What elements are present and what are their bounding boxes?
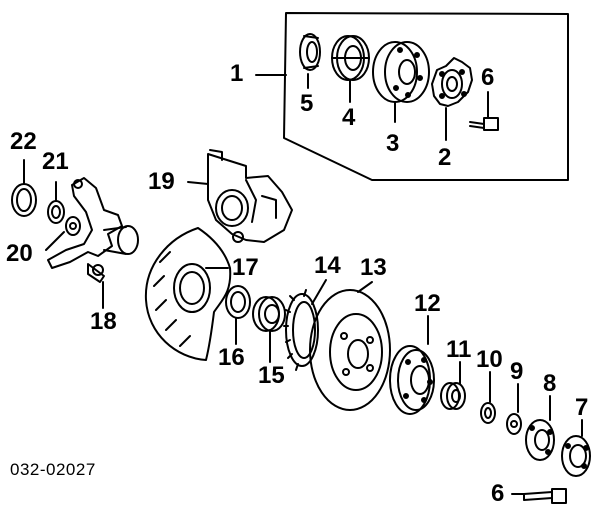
diagram-code: 032-02027 xyxy=(10,460,96,479)
part-12-hub xyxy=(389,345,435,415)
part-6-bolt-bottom xyxy=(523,488,567,504)
callout-2: 2 xyxy=(438,144,452,171)
callout-6-bottom: 6 xyxy=(491,480,505,507)
callout-15: 15 xyxy=(258,362,285,389)
callout-9: 9 xyxy=(510,358,524,385)
part-8-cap xyxy=(525,419,555,461)
leader-19 xyxy=(187,181,209,185)
callout-8: 8 xyxy=(543,370,557,397)
callout-17: 17 xyxy=(232,254,259,281)
part-16-seal xyxy=(225,285,251,319)
callout-7: 7 xyxy=(575,394,589,421)
part-13-rotor xyxy=(309,289,391,411)
leader-20 xyxy=(45,231,65,251)
callout-22: 22 xyxy=(10,128,37,155)
callout-3: 3 xyxy=(386,130,400,157)
part-3-flange xyxy=(372,41,430,103)
part-19-caliper xyxy=(207,149,293,243)
callout-12: 12 xyxy=(414,290,441,317)
callout-18: 18 xyxy=(90,308,117,335)
callout-14: 14 xyxy=(314,252,341,279)
part-15-bearing xyxy=(252,296,286,332)
part-22-seal xyxy=(11,183,37,217)
part-9-washer xyxy=(506,413,522,435)
part-7-cover xyxy=(561,435,591,477)
callout-21: 21 xyxy=(42,148,69,175)
part-20-bushing xyxy=(65,216,81,236)
leader-13 xyxy=(357,281,373,293)
part-18-knuckle xyxy=(47,177,139,283)
callout-4: 4 xyxy=(342,104,356,131)
part-17-shield xyxy=(144,227,232,361)
part-10-ring xyxy=(480,402,496,424)
callout-6-kit: 6 xyxy=(481,64,495,91)
callout-11: 11 xyxy=(446,336,472,363)
kit-box-outline xyxy=(283,12,569,181)
part-4-bearing xyxy=(331,35,370,81)
part-2-cap xyxy=(431,57,473,107)
callout-16: 16 xyxy=(218,344,245,371)
part-6-bolt-box xyxy=(469,117,499,131)
callout-1: 1 xyxy=(230,60,244,87)
part-21-ring xyxy=(47,200,65,224)
part-5-spacer xyxy=(299,33,321,71)
callout-20: 20 xyxy=(6,240,33,267)
callout-10: 10 xyxy=(476,346,503,373)
callout-5: 5 xyxy=(300,90,314,117)
part-14-tone-ring xyxy=(283,289,319,371)
callout-13: 13 xyxy=(360,254,387,281)
callout-19: 19 xyxy=(148,168,175,195)
part-11-bearing xyxy=(440,382,466,410)
leader-14 xyxy=(311,279,327,305)
